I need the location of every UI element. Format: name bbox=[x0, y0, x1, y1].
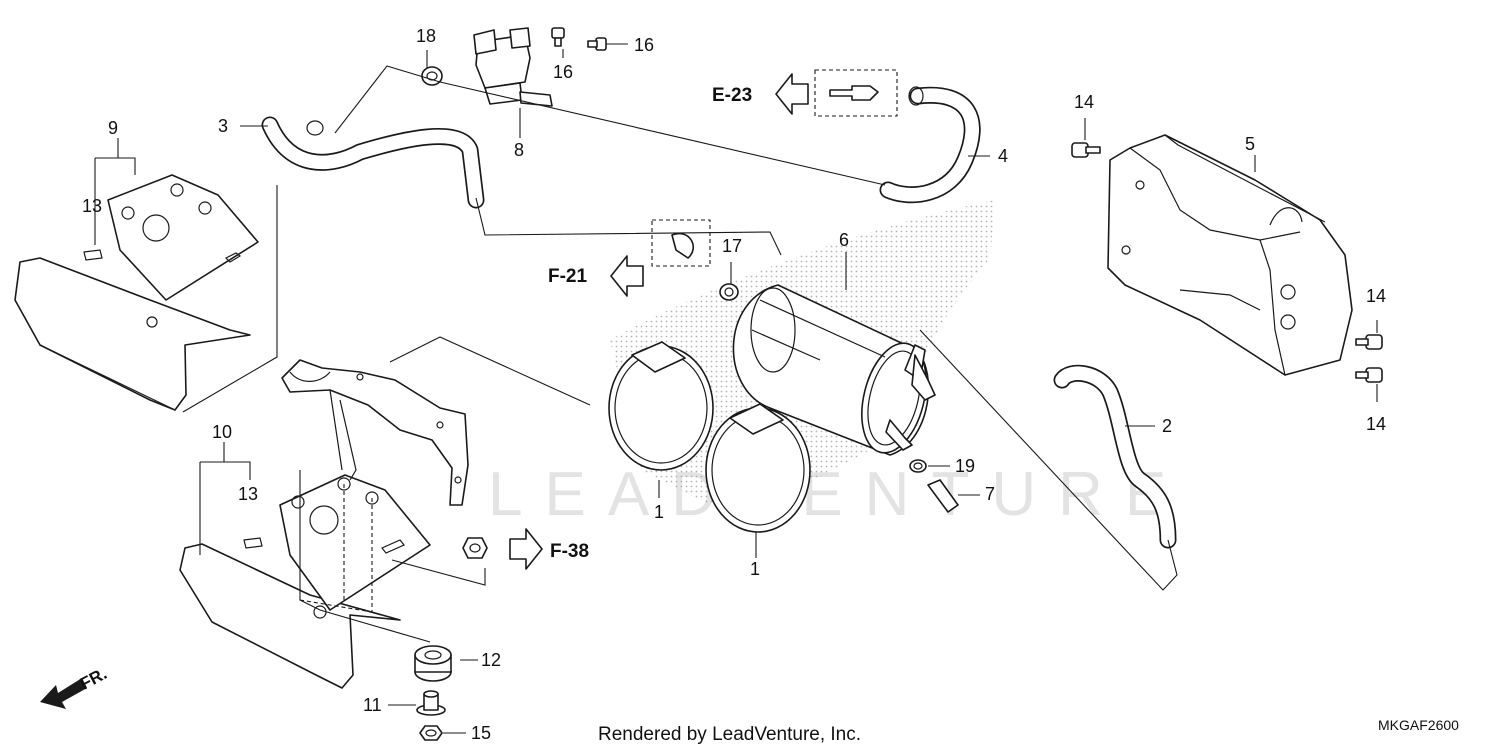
part-16-screw-right[interactable] bbox=[587, 37, 607, 51]
callout-8: 8 bbox=[514, 140, 524, 160]
part-12-rubber-mount[interactable] bbox=[414, 645, 452, 682]
part-11-collar[interactable] bbox=[416, 690, 446, 716]
nut-f38[interactable] bbox=[462, 537, 488, 559]
callout-12: 12 bbox=[481, 650, 501, 670]
ref-f38-label[interactable]: F-38 bbox=[550, 541, 589, 562]
part-15-nut[interactable] bbox=[419, 725, 443, 741]
wire-stay-bracket[interactable] bbox=[281, 359, 469, 506]
part-9-guard-bracket[interactable] bbox=[14, 174, 278, 413]
callout-1a: 1 bbox=[654, 502, 664, 522]
callout-11: 11 bbox=[363, 695, 382, 715]
watermark-text: LEADVENTURE bbox=[488, 460, 1188, 529]
part-2-hose[interactable] bbox=[1053, 364, 1177, 549]
part-19-clip[interactable] bbox=[909, 459, 927, 473]
callout-3: 3 bbox=[218, 116, 228, 136]
part-1-band-lower[interactable] bbox=[705, 403, 811, 533]
part-1-band-upper[interactable] bbox=[608, 341, 714, 471]
part-8-solenoid-valve[interactable] bbox=[473, 27, 553, 107]
callout-10: 10 bbox=[212, 422, 232, 442]
callout-2: 2 bbox=[1162, 416, 1172, 436]
part-6-evap-canister[interactable] bbox=[732, 284, 936, 460]
callout-16a: 16 bbox=[553, 62, 573, 82]
front-arrow-icon bbox=[40, 678, 87, 709]
callout-14b: 14 bbox=[1366, 286, 1386, 306]
callout-14a: 14 bbox=[1074, 92, 1094, 112]
ref-f21[interactable]: F-21 bbox=[548, 255, 644, 297]
front-direction-indicator: FR. bbox=[40, 664, 110, 709]
callout-13b: 13 bbox=[238, 484, 258, 504]
callout-6: 6 bbox=[839, 230, 849, 250]
part-14-bolt-middle[interactable] bbox=[1355, 334, 1383, 350]
callout-15: 15 bbox=[471, 723, 491, 743]
ref-e23[interactable]: E-23 bbox=[712, 73, 809, 115]
f21-fitting-box bbox=[651, 219, 711, 267]
callout-17: 17 bbox=[722, 236, 742, 256]
callout-labels: 1 1 2 3 4 5 6 7 8 9 10 11 12 13 13 14 14… bbox=[82, 26, 1386, 743]
part-5-canister-holder[interactable] bbox=[1107, 134, 1353, 376]
diagram-code: MKGAF2600 bbox=[1378, 717, 1459, 733]
part-18-clip[interactable] bbox=[421, 66, 443, 86]
ref-f38[interactable]: F-38 bbox=[509, 528, 589, 570]
part-16-screw-left[interactable] bbox=[551, 27, 565, 47]
part-10-guard-bracket[interactable] bbox=[179, 474, 431, 689]
footer-credit: Rendered by LeadVenture, Inc. bbox=[598, 724, 861, 745]
callout-7: 7 bbox=[985, 484, 995, 504]
callout-1b: 1 bbox=[750, 559, 760, 579]
callout-14c: 14 bbox=[1366, 414, 1386, 434]
part-14-bolt-upper[interactable] bbox=[1071, 142, 1101, 158]
part-7-joint[interactable] bbox=[927, 479, 959, 513]
callout-5: 5 bbox=[1245, 134, 1255, 154]
part-4-hose[interactable] bbox=[879, 86, 981, 204]
leader-lines bbox=[94, 43, 1378, 734]
part-17-clip[interactable] bbox=[719, 283, 739, 301]
bolt-path-dashed bbox=[299, 484, 373, 613]
callout-16b: 16 bbox=[634, 35, 654, 55]
part-3-hose[interactable] bbox=[261, 116, 485, 209]
part-14-bolt-lower[interactable] bbox=[1355, 367, 1383, 383]
callout-9: 9 bbox=[108, 118, 118, 138]
callout-19: 19 bbox=[955, 456, 975, 476]
callout-4: 4 bbox=[998, 146, 1008, 166]
ref-e23-arrow-icon bbox=[775, 73, 809, 115]
ref-f38-arrow-icon bbox=[509, 528, 543, 570]
ref-f21-label[interactable]: F-21 bbox=[548, 266, 588, 287]
ref-e23-label[interactable]: E-23 bbox=[712, 85, 752, 106]
ref-f21-arrow-icon bbox=[610, 255, 644, 297]
callout-18: 18 bbox=[416, 26, 436, 46]
e23-fitting-box bbox=[814, 69, 898, 117]
callout-13a: 13 bbox=[82, 196, 102, 216]
